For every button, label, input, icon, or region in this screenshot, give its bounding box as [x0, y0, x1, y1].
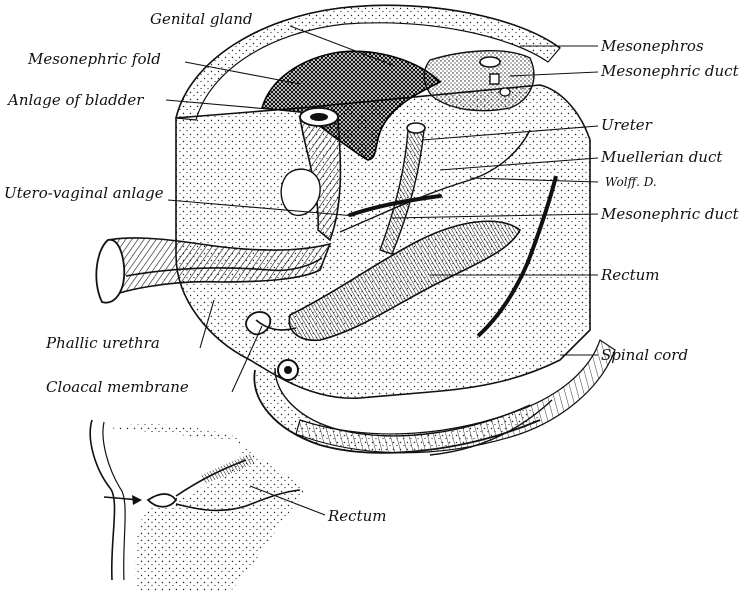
label-mesonephros: Mesonephros: [600, 37, 704, 55]
inset-left-wall: [90, 420, 114, 580]
label-genital-gland: Genital gland: [150, 10, 252, 28]
label-wolff-d: Wolff. D.: [605, 175, 657, 189]
label-mesonephric-duct-lower: Mesonephric duct: [600, 205, 740, 223]
mesonephric-duct-section: [490, 74, 499, 84]
mesonephric-duct-lumen: [500, 88, 510, 96]
label-rectum: Rectum: [600, 266, 659, 284]
inset-drawing: [90, 420, 308, 592]
label-anlage-of-bladder: Anlage of bladder: [6, 91, 144, 109]
label-muellerian-duct: Muellerian duct: [600, 148, 723, 166]
label-ureter: Ureter: [601, 116, 653, 134]
label-mesonephric-fold: Mesonephric fold: [27, 50, 161, 68]
label-cloacal-membrane: Cloacal membrane: [46, 378, 189, 396]
inset-stippled-mass: [108, 424, 308, 592]
inset-arrow-head: [132, 495, 142, 505]
mesonephros-stippled: [424, 51, 534, 111]
label-mesonephric-duct-upper: Mesonephric duct: [600, 62, 740, 80]
label-inset-rectum: Rectum: [327, 507, 386, 525]
label-phallic-urethra: Phallic urethra: [45, 334, 160, 352]
phallus-tip: [96, 240, 124, 303]
label-utero-vaginal-anlage: Utero-vaginal anlage: [4, 184, 164, 202]
mesonephros-tubule: [480, 57, 500, 67]
label-spinal-cord: Spinal cord: [601, 346, 688, 364]
